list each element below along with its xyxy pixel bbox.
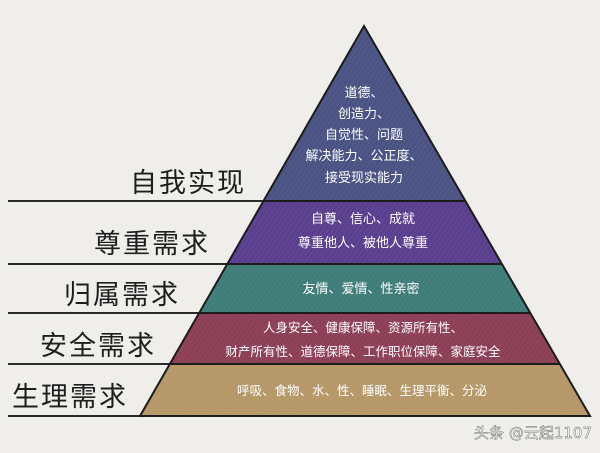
pyramid-outline bbox=[138, 23, 592, 417]
level-label-self-actualization: 自我实现 bbox=[130, 168, 246, 199]
content-line: 友情、爱情、性亲密 bbox=[302, 281, 419, 297]
content-line: 财产所有性、道德保障、工作职位保障、家庭安全 bbox=[225, 344, 501, 359]
content-line: 接受现实能力 bbox=[325, 170, 403, 186]
content-line: 创造力、 bbox=[338, 107, 390, 122]
level-label-safety: 安全需求 bbox=[40, 331, 156, 362]
tier-belonging-content: 友情、爱情、性亲密 bbox=[302, 281, 419, 297]
content-line: 自觉性、问题 bbox=[325, 128, 403, 143]
tier-physiological-content: 呼吸、食物、水、性、睡眠、生理平衡、分泌 bbox=[237, 383, 488, 398]
content-line: 人身安全、健康保障、资源所有性、 bbox=[263, 320, 463, 335]
tier-self-actualization-content: 道德、 创造力、 自觉性、问题 解决能力、公正度、 接受现实能力 bbox=[305, 86, 422, 186]
content-line: 尊重他人、被他人尊重 bbox=[298, 235, 428, 251]
content-line: 自尊、信心、成就 bbox=[311, 211, 415, 227]
content-line: 道德、 bbox=[344, 86, 383, 101]
level-label-belonging: 归属需求 bbox=[64, 280, 180, 311]
tier-esteem-content: 自尊、信心、成就 尊重他人、被他人尊重 bbox=[298, 211, 428, 251]
content-line: 呼吸、食物、水、性、睡眠、生理平衡、分泌 bbox=[237, 383, 488, 398]
level-label-physiological: 生理需求 bbox=[12, 382, 128, 413]
content-line: 解决能力、公正度、 bbox=[305, 148, 422, 164]
level-label-esteem: 尊重需求 bbox=[94, 229, 210, 260]
watermark: 头条 @云起1107 bbox=[474, 424, 592, 442]
tier-safety-content: 人身安全、健康保障、资源所有性、 财产所有性、道德保障、工作职位保障、家庭安全 bbox=[225, 320, 501, 359]
